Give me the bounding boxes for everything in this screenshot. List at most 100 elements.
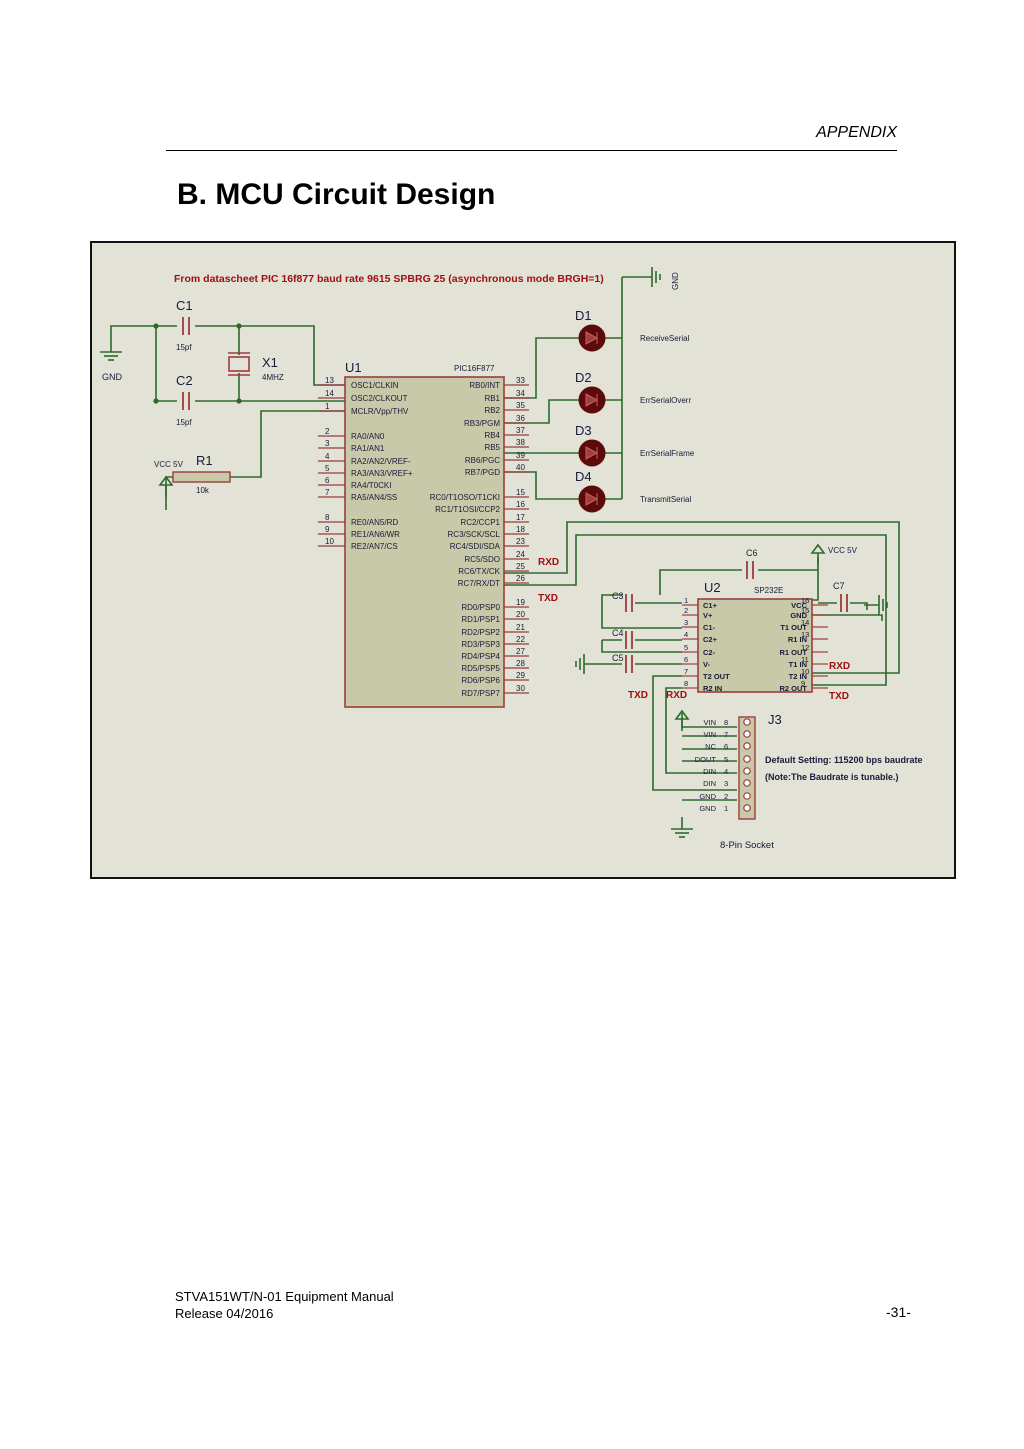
u1-pin-number: 15 (516, 488, 525, 497)
u2-pin-name: V- (703, 660, 711, 669)
led-diode-symbol (585, 492, 599, 506)
u2-pin-number: 13 (801, 630, 809, 639)
u2-pin-number: 8 (684, 679, 688, 688)
j3-pin-hole (743, 730, 751, 738)
led-ref: D4 (575, 469, 592, 484)
j3-pin-number: 1 (724, 804, 728, 813)
u1-pin-number: 34 (516, 389, 525, 398)
u1-pin-name: RE1/AN6/WR (351, 530, 400, 539)
j3-pin-number: 5 (724, 755, 728, 764)
u1-pin-number: 35 (516, 401, 525, 410)
u2-pin-name: R1 IN (788, 635, 807, 644)
c3-ref: C3 (612, 591, 624, 601)
u1-pin-number: 3 (325, 439, 330, 448)
u1-pin-number: 5 (325, 464, 330, 473)
vcc-label-u2: VCC 5V (828, 546, 858, 555)
vcc-arrow (674, 709, 690, 731)
u1-pin-name: RB3/PGM (464, 419, 500, 428)
u1-ref: U1 (345, 360, 362, 375)
u1-pin-name: RC1/T1OSI/CCP2 (435, 505, 500, 514)
u1-pin-name: RD1/PSP1 (461, 615, 500, 624)
u2-pin-number: 9 (801, 679, 805, 688)
u2-pin-number: 16 (801, 596, 809, 605)
net-label-rxd: RXD (829, 661, 850, 672)
c4-ref: C4 (612, 628, 624, 638)
j3-pin-name: VIN (703, 730, 716, 739)
j3-caption: 8-Pin Socket (720, 840, 774, 851)
u1-pin-name: RB0/INT (469, 381, 500, 390)
u1-pin-name: RB5 (484, 443, 500, 452)
u2-pin-name: VCC (791, 601, 807, 610)
u1-pin-name: RE0/AN5/RD (351, 518, 398, 527)
c7-ref: C7 (833, 581, 845, 591)
u1-pin-number: 19 (516, 598, 525, 607)
tunable-note: (Note:The Baudrate is tunable.) (765, 772, 899, 782)
c1-value: 15pf (176, 343, 192, 352)
j3-pin-hole (743, 804, 751, 812)
u1-pin-name: RA0/AN0 (351, 432, 385, 441)
u1-pin-name: RD0/PSP0 (461, 603, 500, 612)
schematic-figure: From datascheet PIC 16f877 baud rate 961… (90, 241, 956, 879)
section-header: APPENDIX (816, 124, 897, 141)
u1-pin-number: 37 (516, 426, 525, 435)
u1-pin-name: MCLR/Vpp/THV (351, 407, 409, 416)
r1-ref: R1 (196, 453, 213, 468)
u2-pin-number: 6 (684, 655, 688, 664)
u1-pin-name: RA4/T0CKI (351, 481, 391, 490)
u2-chip-body (697, 598, 813, 693)
u2-pin-name: R2 OUT (779, 684, 807, 693)
u2-pin-number: 5 (684, 643, 688, 652)
c5-ref: C5 (612, 653, 624, 663)
u1-pin-name: RD7/PSP7 (461, 689, 500, 698)
u1-pin-name: RB2 (484, 406, 500, 415)
u1-part: PIC16F877 (454, 364, 495, 373)
j3-pin-hole (743, 755, 751, 763)
u1-pin-number: 25 (516, 562, 525, 571)
u1-pin-number: 17 (516, 513, 525, 522)
footer-manual: STVA151WT/N-01 Equipment Manual (175, 1289, 394, 1304)
junction-dot (153, 323, 159, 329)
led-signal-label: TransmitSerial (640, 495, 691, 504)
u1-pin-name: RC5/SDO (464, 555, 500, 564)
u2-pin-number: 4 (684, 630, 688, 639)
net-label-txd: TXD (829, 691, 849, 702)
u1-pin-name: RA3/AN3/VREF+ (351, 469, 413, 478)
vcc-label-r1: VCC 5V (154, 460, 184, 469)
x1-crystal (228, 356, 250, 372)
u1-pin-name: RC2/CCP1 (460, 518, 500, 527)
vcc-arrow (158, 475, 174, 497)
u1-pin-number: 39 (516, 451, 525, 460)
j3-pin-hole (743, 779, 751, 787)
c2-value: 15pf (176, 418, 192, 427)
u1-pin-number: 2 (325, 427, 330, 436)
u2-pin-number: 11 (801, 655, 809, 664)
u1-pin-number: 30 (516, 684, 525, 693)
u2-pin-name: T1 IN (789, 660, 807, 669)
u1-pin-number: 38 (516, 438, 525, 447)
u2-pin-number: 12 (801, 643, 809, 652)
j3-pin-hole (743, 718, 751, 726)
led-ref: D1 (575, 308, 592, 323)
u1-pin-name: OSC1/CLKIN (351, 381, 399, 390)
u1-pin-name: OSC2/CLKOUT (351, 394, 408, 403)
u1-pin-name: RA5/AN4/SS (351, 493, 397, 502)
j3-pin-name: VIN (703, 718, 716, 727)
led-diode-symbol (585, 393, 599, 407)
u1-pin-number: 40 (516, 463, 525, 472)
u1-pin-name: RD3/PSP3 (461, 640, 500, 649)
header-rule (166, 150, 897, 151)
u2-pin-number: 1 (684, 596, 688, 605)
u2-pin-name: R2 IN (703, 684, 722, 693)
u1-pin-name: RB1 (484, 394, 500, 403)
u1-pin-number: 1 (325, 402, 330, 411)
u2-pin-number: 3 (684, 618, 688, 627)
u1-pin-name: RD6/PSP6 (461, 676, 500, 685)
page-title: B. MCU Circuit Design (177, 178, 496, 211)
u2-pin-name: R1 OUT (779, 648, 807, 657)
u2-pin-number: 14 (801, 618, 809, 627)
u1-pin-number: 23 (516, 537, 525, 546)
u1-pin-number: 6 (325, 476, 330, 485)
u2-pin-name: C2+ (703, 635, 718, 644)
u2-pin-number: 2 (684, 606, 688, 615)
j3-pin-name: GND (699, 792, 716, 801)
